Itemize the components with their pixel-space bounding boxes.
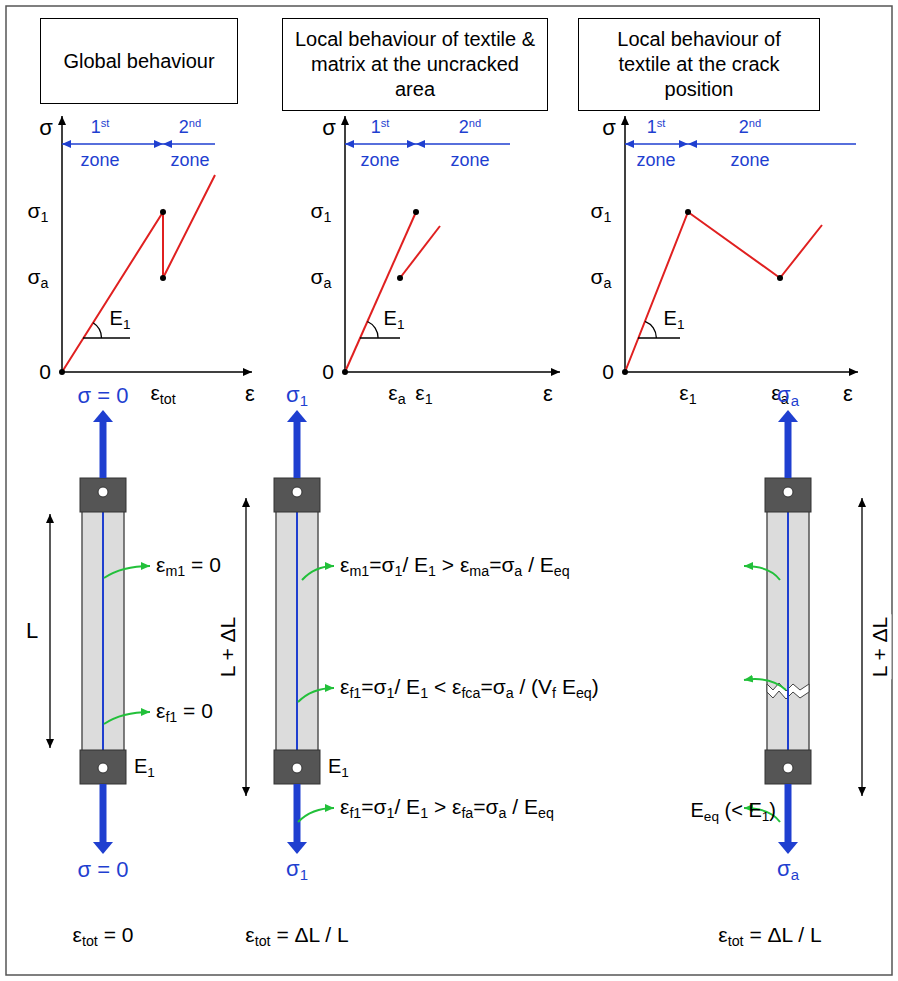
stress-label: σ = 0	[78, 384, 129, 408]
chart-global	[59, 116, 252, 375]
modulus-label: E1	[110, 307, 131, 333]
stress-label: σa	[777, 383, 799, 410]
header-text: Local behaviour of textile at the crack …	[579, 21, 819, 108]
axis-label: σ	[322, 116, 336, 140]
axis-value: 0	[322, 360, 334, 383]
chart-crack	[622, 116, 858, 375]
stress-label: σ1	[286, 857, 308, 884]
axis-value: εtot	[150, 381, 175, 408]
zone-label: 2nd	[739, 117, 761, 138]
header-text: Local behaviour of textile & matrix at t…	[283, 21, 547, 108]
zone-label: 1st	[371, 117, 390, 138]
zone-label: zone	[80, 151, 119, 171]
zone-label: zone	[636, 151, 675, 171]
stress-label: σa	[777, 857, 799, 884]
axis-label: σ	[39, 116, 53, 140]
zone-label: 2nd	[459, 117, 481, 138]
specimen-uncracked	[246, 410, 334, 854]
axis-value: σ1	[311, 199, 332, 226]
zone-label: 1st	[647, 117, 666, 138]
strain-label: εtot = ΔL / L	[245, 923, 348, 950]
length-label: L + ΔL	[216, 615, 239, 680]
strain-relation: εm1=σ1/ E1 > εma=σa / Eeq	[340, 553, 570, 580]
strain-label: εtot = 0	[73, 923, 134, 950]
axis-value: εa	[388, 381, 405, 408]
axis-value: σa	[591, 265, 612, 292]
axis-value: 0	[39, 360, 51, 383]
strain-relation: εf1=σ1/ E1 < εfca=σa / (Vf Eeq)	[340, 675, 599, 702]
zone-label: zone	[170, 151, 209, 171]
zone-label: zone	[730, 151, 769, 171]
strain-label: εm1 = 0	[156, 553, 221, 580]
zone-label: zone	[450, 151, 489, 171]
axis-value: ε1	[415, 381, 432, 408]
zone-label: 1st	[91, 117, 110, 138]
axis-label: ε	[245, 382, 255, 406]
axis-label: ε	[843, 382, 853, 406]
axis-value: σa	[311, 265, 332, 292]
header-box: Global behaviour	[40, 18, 238, 104]
specimen-cracked	[744, 410, 862, 854]
length-label: L	[26, 619, 38, 643]
chart-uncracked	[342, 116, 560, 375]
modulus-label: E1	[328, 755, 349, 781]
specimen-unloaded	[50, 410, 150, 854]
stress-label: σ1	[286, 383, 308, 410]
zone-label: zone	[360, 151, 399, 171]
strain-label: εtot = ΔL / L	[718, 923, 821, 950]
modulus-label: Eeq (< E1)	[691, 799, 777, 825]
zone-label: 2nd	[179, 117, 201, 138]
header-text: Global behaviour	[53, 43, 224, 80]
axis-value: ε1	[679, 381, 696, 408]
modulus-label: E1	[664, 307, 685, 333]
stress-label: σ = 0	[78, 858, 129, 882]
axis-value: σ1	[591, 199, 612, 226]
axis-value: σa	[28, 265, 49, 292]
header-box: Local behaviour of textile at the crack …	[578, 18, 820, 111]
axis-value: σ1	[28, 199, 49, 226]
strain-label: εf1 = 0	[156, 699, 213, 726]
strain-relation: εf1=σ1/ E1 > εfa=σa / Eeq	[340, 795, 554, 822]
modulus-label: E1	[384, 307, 405, 333]
header-box: Local behaviour of textile & matrix at t…	[282, 18, 548, 111]
axis-label: ε	[543, 382, 553, 406]
outer-frame	[6, 6, 892, 975]
modulus-label: E1	[134, 755, 155, 781]
axis-value: 0	[602, 360, 614, 383]
length-label: L + ΔL	[868, 615, 891, 680]
axis-label: σ	[602, 116, 616, 140]
